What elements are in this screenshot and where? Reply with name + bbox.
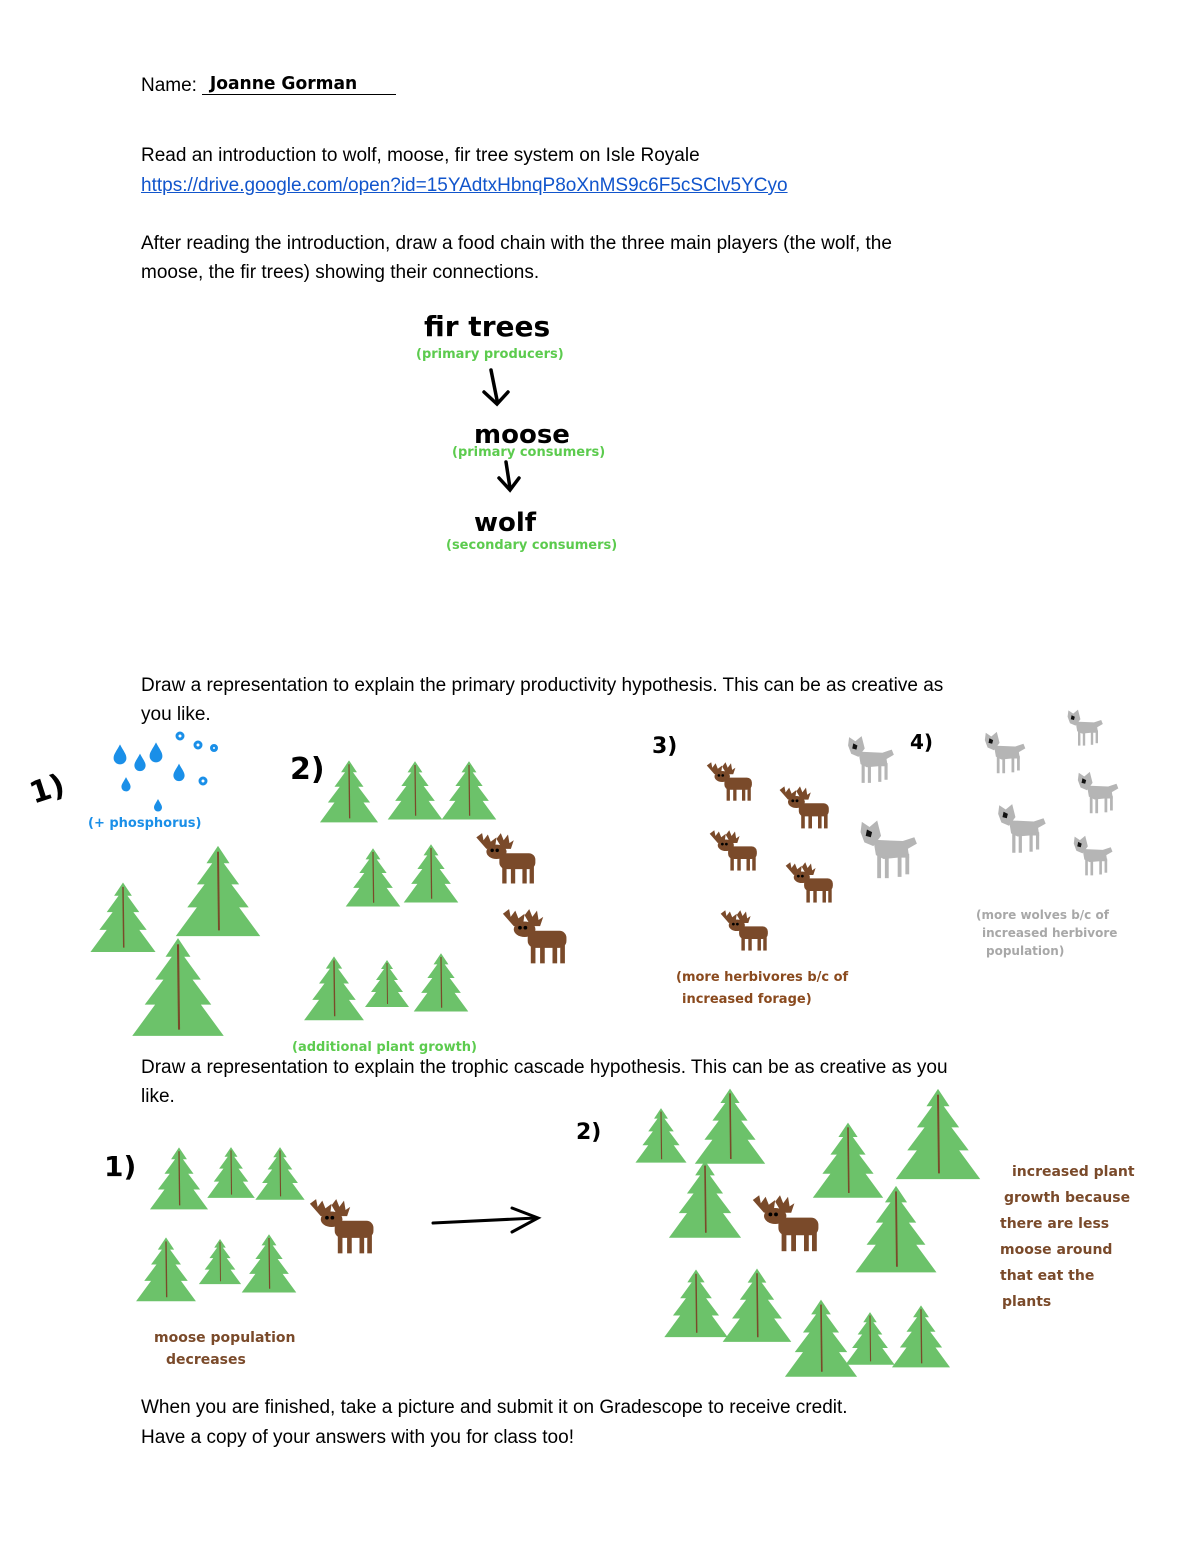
pp-step-2-note: (additional plant growth) bbox=[292, 1040, 477, 1055]
food-chain-moose: moose bbox=[474, 420, 570, 450]
wolf-icon bbox=[984, 709, 1119, 876]
tc-step-2-note-line5: that eat the bbox=[1000, 1268, 1095, 1284]
arrow-icon bbox=[431, 1206, 542, 1234]
fir-tree-icon bbox=[634, 1087, 982, 1378]
name-underline bbox=[202, 94, 396, 95]
moose-icon bbox=[752, 1195, 819, 1252]
tc-step-2-note-line2: growth because bbox=[1004, 1190, 1131, 1206]
tc-step-2: 2) bbox=[576, 1120, 602, 1145]
pp-step-4-note-line2: increased herbivore bbox=[982, 926, 1118, 940]
tc-prompt-line1: Draw a representation to explain the tro… bbox=[141, 1057, 948, 1078]
pp-step-3-note-line2: increased forage) bbox=[682, 992, 812, 1007]
fir-tree-icon bbox=[303, 759, 498, 1022]
pp-prompt-line2: you like. bbox=[141, 704, 211, 725]
tc-step-2-note-line6: plants bbox=[1002, 1294, 1052, 1310]
tc-step-2-note-line1: increased plant bbox=[1012, 1164, 1135, 1180]
closing-line2: Have a copy of your answers with you for… bbox=[141, 1427, 574, 1448]
pp-step-4-note-line1: (more wolves b/c of bbox=[976, 908, 1109, 922]
tc-step-2-note-line4: moose around bbox=[1000, 1242, 1113, 1258]
tc-step-1-note-line1: moose population bbox=[154, 1330, 296, 1346]
intro-link[interactable]: https://drive.google.com/open?id=15YAdtx… bbox=[141, 175, 788, 196]
pp-step-4: 4) bbox=[910, 730, 934, 754]
pp-step-4-note-line3: population) bbox=[986, 944, 1065, 958]
pp-step-3: 3) bbox=[652, 734, 678, 759]
pp-step-1-note: (+ phosphorus) bbox=[88, 816, 202, 831]
wolf-icon bbox=[848, 736, 917, 879]
pp-step-3-note-line1: (more herbivores b/c of bbox=[676, 970, 849, 985]
tc-prompt-line2: like. bbox=[141, 1086, 175, 1107]
food-chain-prompt-line2: moose, the fir trees) showing their conn… bbox=[141, 262, 540, 283]
student-name: Joanne Gorman bbox=[209, 73, 358, 94]
water-drop-icon bbox=[113, 742, 185, 812]
food-chain-fir-trees-role: (primary producers) bbox=[416, 347, 564, 362]
pp-prompt-line1: Draw a representation to explain the pri… bbox=[141, 675, 944, 696]
tc-step-1: 1) bbox=[104, 1150, 137, 1183]
pp-step-1: 1) bbox=[25, 767, 70, 812]
fir-tree-icon bbox=[89, 844, 262, 1038]
tc-step-2-note-line3: there are less bbox=[1000, 1216, 1110, 1232]
closing-line1: When you are finished, take a picture an… bbox=[141, 1397, 848, 1418]
food-chain-wolf: wolf bbox=[474, 508, 537, 538]
moose-icon bbox=[476, 833, 567, 964]
moose-icon bbox=[706, 762, 833, 951]
fir-tree-icon bbox=[135, 1146, 306, 1303]
food-chain-wolf-role: (secondary consumers) bbox=[446, 538, 618, 553]
tc-step-1-note-line2: decreases bbox=[166, 1352, 246, 1368]
intro-line: Read an introduction to wolf, moose, fir… bbox=[141, 145, 700, 166]
food-chain-moose-role: (primary consumers) bbox=[452, 445, 606, 460]
food-chain-prompt-line1: After reading the introduction, draw a f… bbox=[141, 233, 892, 254]
name-label: Name: bbox=[141, 75, 197, 96]
moose-icon bbox=[309, 1199, 374, 1254]
food-chain-fir-trees: fir trees bbox=[424, 310, 551, 343]
pp-step-2: 2) bbox=[290, 752, 325, 787]
